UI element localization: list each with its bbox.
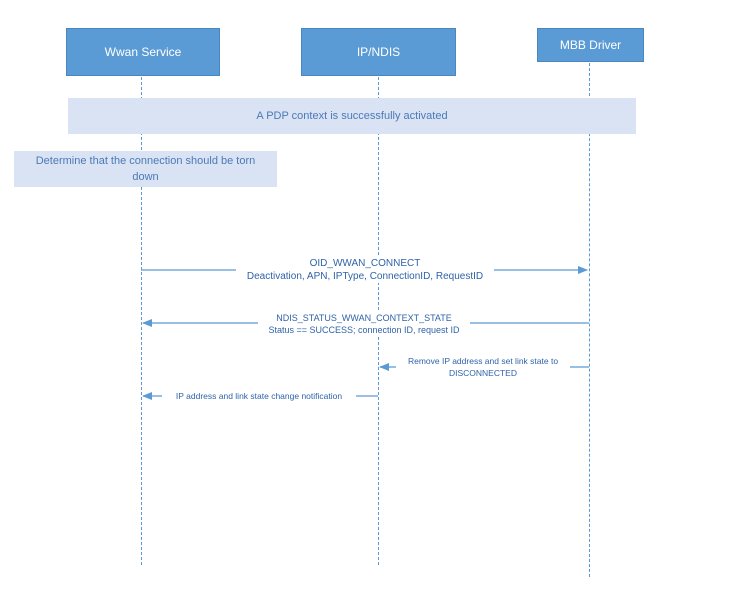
message-notification: IP address and link state change notific… <box>162 390 356 402</box>
participant-mbb-driver: MBB Driver <box>537 28 644 62</box>
note-pdp-activated-text: A PDP context is successfully activated <box>256 110 448 122</box>
message-context-state: NDIS_STATUS_WWAN_CONTEXT_STATE Status ==… <box>258 312 470 336</box>
note-pdp-activated: A PDP context is successfully activated <box>68 98 636 134</box>
lifeline-mbb-driver <box>589 63 590 577</box>
message-context-state-params: Status == SUCCESS; connection ID, reques… <box>268 325 460 335</box>
message-notification-text: IP address and link state change notific… <box>175 391 343 401</box>
message-oid-connect-name: OID_WWAN_CONNECT <box>309 258 421 269</box>
participant-wwan-service: Wwan Service <box>66 28 220 76</box>
note-determine-teardown-line1: Determine that the connection should be … <box>35 155 256 167</box>
participant-ip-ndis: IP/NDIS <box>301 28 456 76</box>
message-remove-ip-line1: Remove IP address and set link state to <box>407 356 559 366</box>
participant-wwan-service-label: Wwan Service <box>104 45 182 59</box>
message-oid-connect-params: Deactivation, APN, IPType, ConnectionID,… <box>246 271 484 282</box>
lifeline-wwan-service <box>141 77 142 565</box>
message-oid-connect: OID_WWAN_CONNECT Deactivation, APN, IPTy… <box>236 257 494 283</box>
participant-mbb-driver-label: MBB Driver <box>559 38 622 52</box>
note-determine-teardown-line2: down <box>132 171 159 183</box>
message-remove-ip: Remove IP address and set link state to … <box>396 355 570 379</box>
participant-ip-ndis-label: IP/NDIS <box>356 45 401 59</box>
message-remove-ip-line2: DISCONNECTED <box>448 368 517 378</box>
message-context-state-name: NDIS_STATUS_WWAN_CONTEXT_STATE <box>276 313 452 323</box>
note-determine-teardown: Determine that the connection should be … <box>14 151 277 187</box>
